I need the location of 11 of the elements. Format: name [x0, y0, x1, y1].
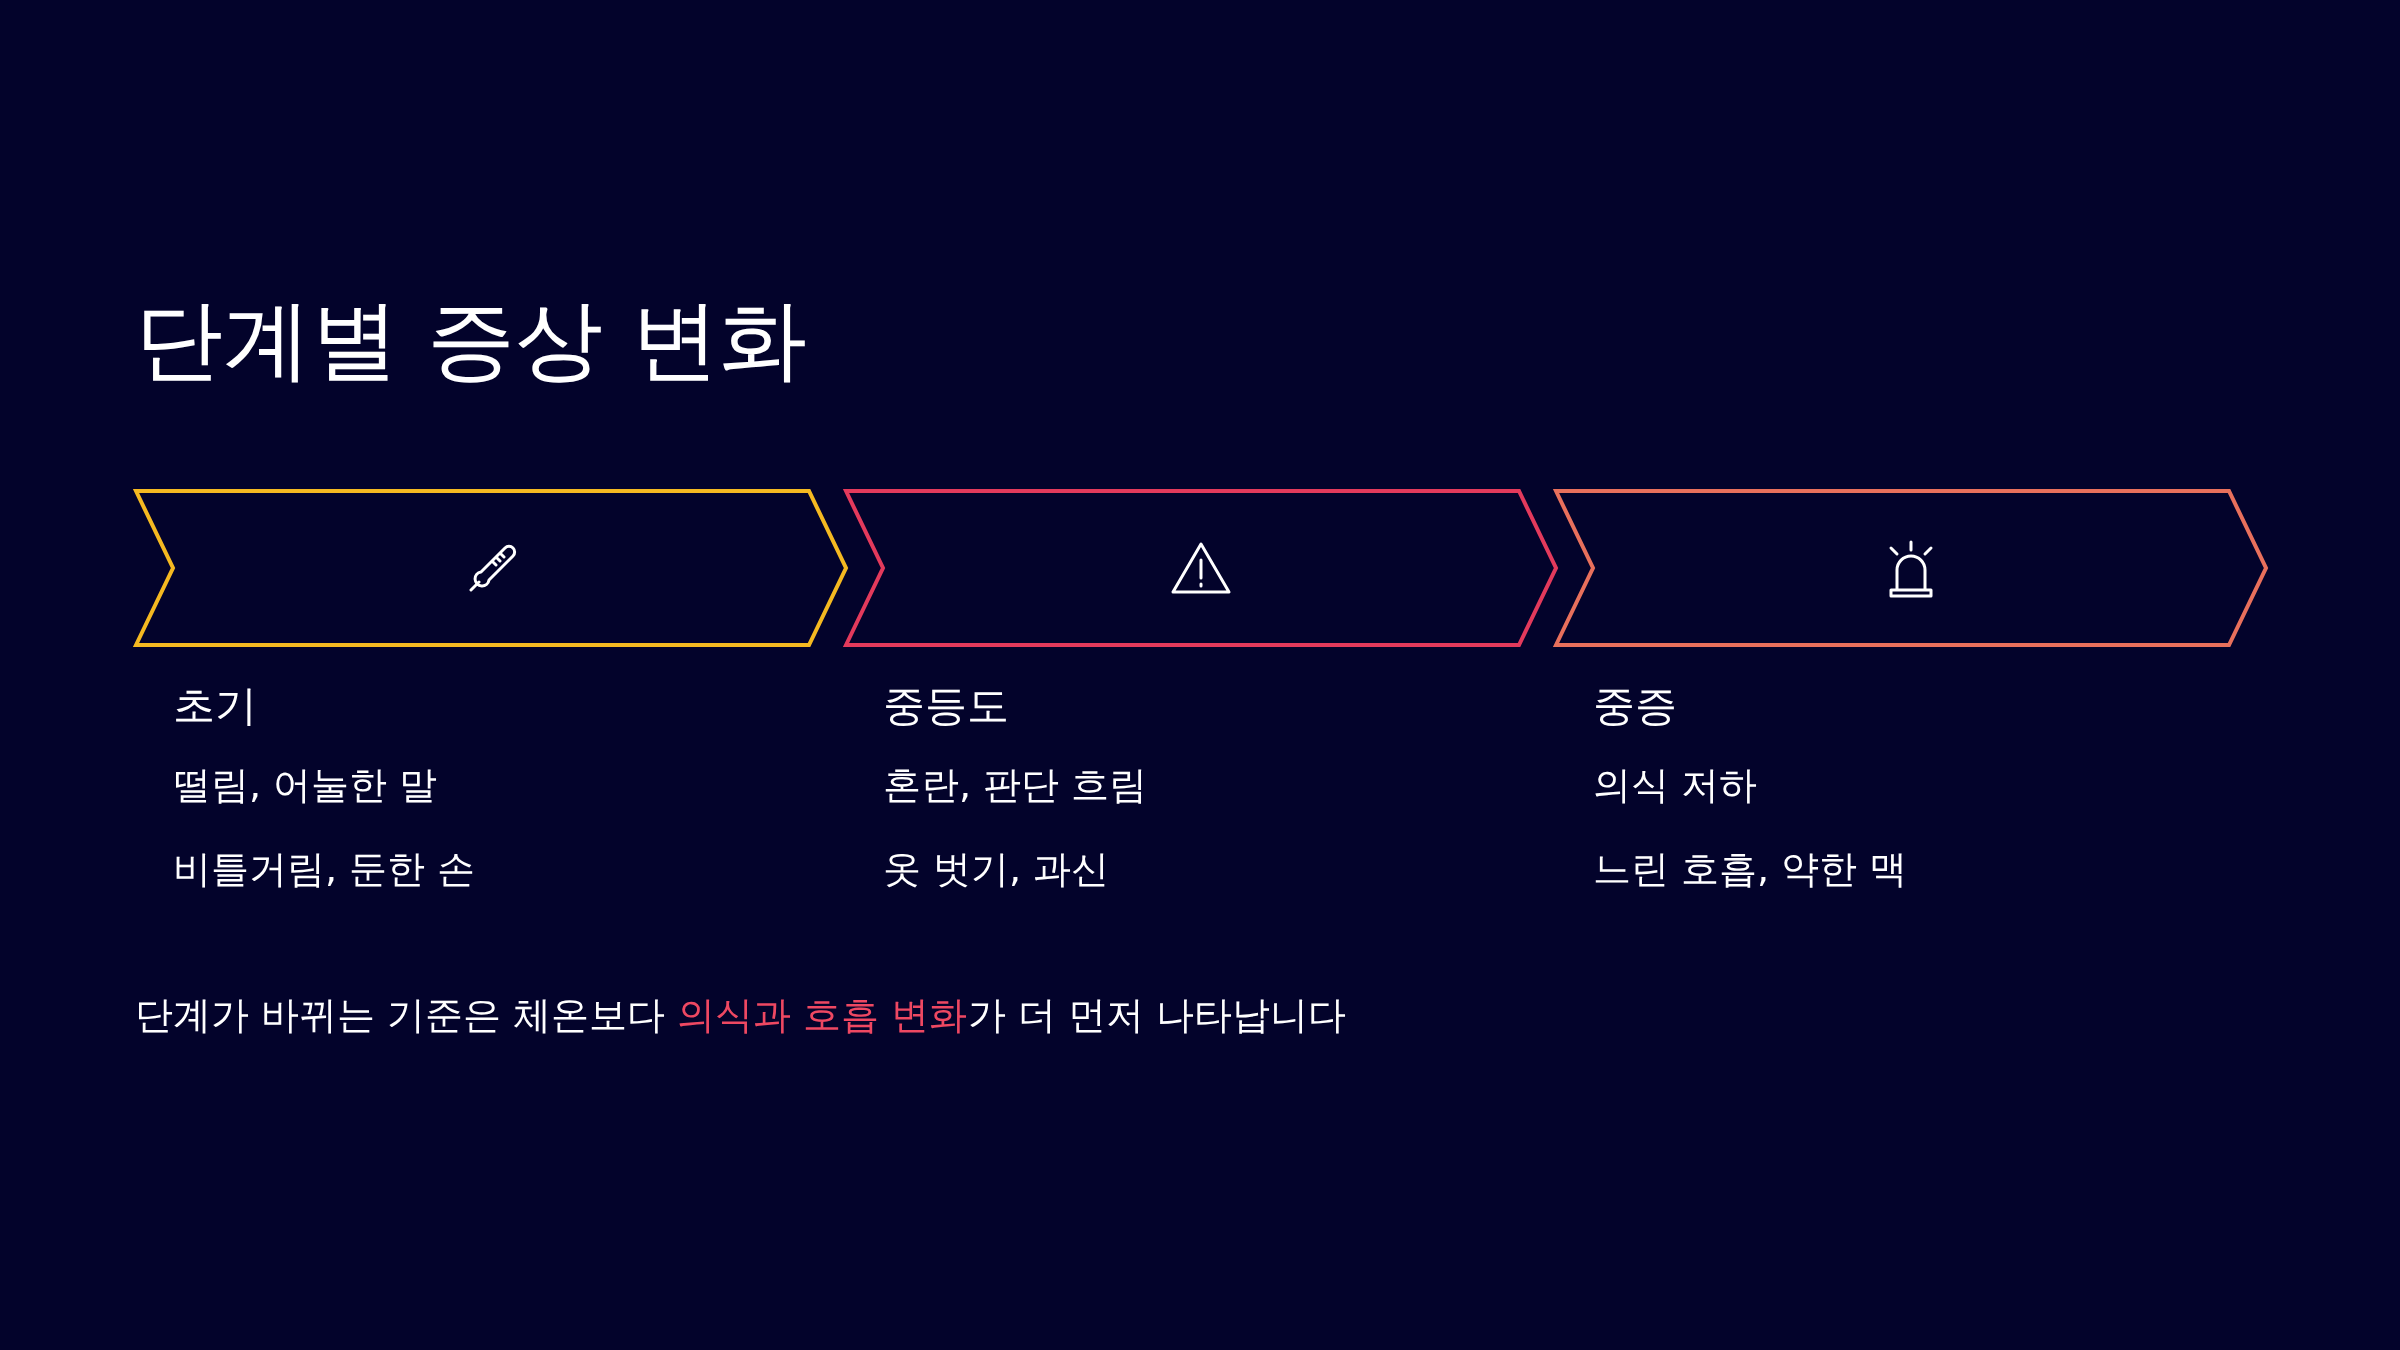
stage-heading: 중증 [1593, 680, 1677, 732]
symptom-text: 떨림, 어눌한 말 [173, 762, 438, 809]
slide-title: 단계별 증상 변화 [135, 292, 807, 389]
symptom-text: 의식 저하 [1593, 762, 1758, 809]
symptom-text: 비틀거림, 둔한 손 [173, 846, 476, 893]
caption-text: 단계가 바뀌는 기준은 체온보다 의식과 호흡 변화가 더 먼저 나타납니다 [135, 992, 1346, 1039]
stage-heading: 초기 [173, 680, 257, 732]
symptom-text: 옷 벗기, 과신 [883, 846, 1110, 893]
symptom-text: 혼란, 판단 흐림 [883, 762, 1148, 809]
stage-heading: 중등도 [883, 680, 1009, 732]
symptom-text: 느린 호흡, 약한 맥 [1593, 846, 1908, 893]
